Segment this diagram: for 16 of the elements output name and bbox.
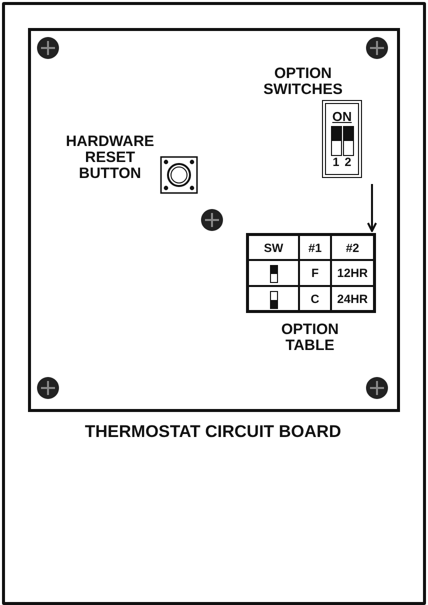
table-cell: F: [299, 260, 331, 286]
diagram-caption: THERMOSTAT CIRCUIT BOARD: [84, 424, 342, 440]
option-table: [246, 233, 376, 313]
table-header-cell: SW: [248, 235, 299, 260]
table-cell: C: [299, 286, 331, 311]
switch-label: ON: [331, 110, 353, 123]
table-header-cell: #1: [299, 235, 331, 260]
part-label: HARDWARE RESET BUTTON: [64, 134, 156, 182]
dip-switch: [322, 100, 362, 178]
switch-label: 2: [344, 156, 352, 169]
table-cell: 12HR: [331, 260, 374, 286]
section-heading: OPTION TABLE: [280, 322, 340, 354]
section-heading: OPTION SWITCHES: [262, 66, 344, 98]
table-header-cell: #2: [331, 235, 374, 260]
table-cell: 24HR: [331, 286, 374, 311]
switch-label: 1: [332, 156, 340, 169]
